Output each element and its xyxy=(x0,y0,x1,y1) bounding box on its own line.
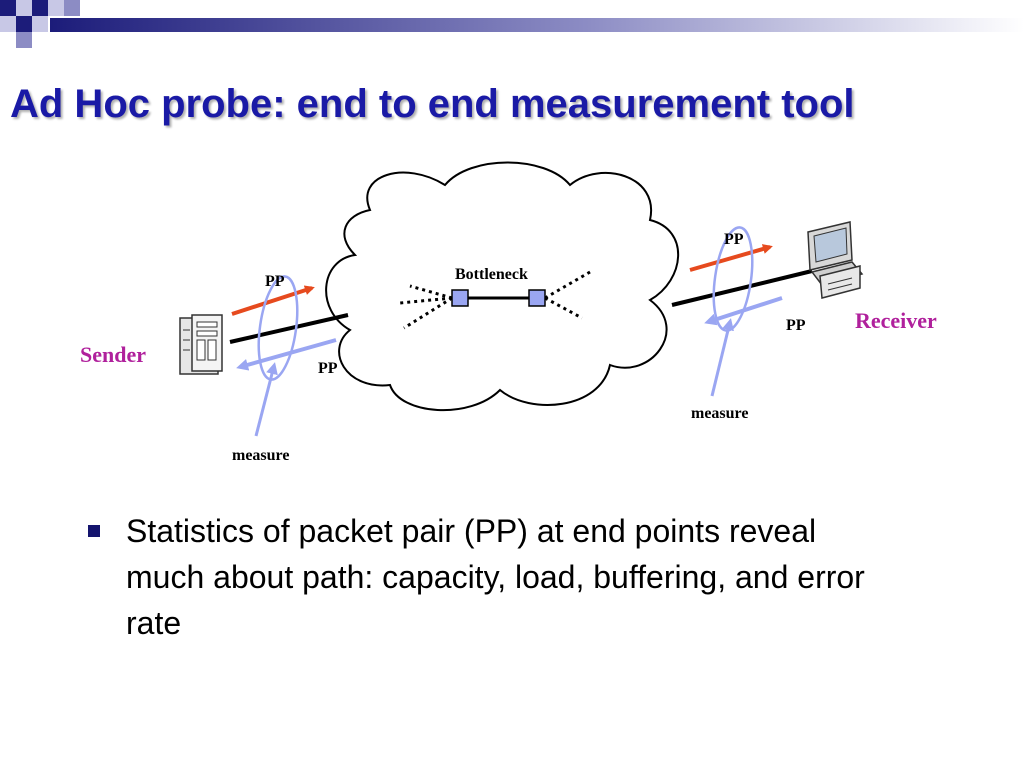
sender-inbound-arrow xyxy=(236,338,337,371)
sender-measure-arrow xyxy=(254,362,278,437)
network-cloud xyxy=(325,161,680,412)
bullet-square-icon xyxy=(88,525,100,537)
sender-pp-out-label: PP xyxy=(265,273,285,290)
sender-outbound-arrow xyxy=(231,285,315,316)
receiver-label: Receiver xyxy=(855,308,937,333)
receiver-outbound-arrow xyxy=(689,244,773,272)
receiver-pp-out-label: PP xyxy=(786,317,806,334)
network-diagram: Bottleneck Sender Receiver PP PP measure… xyxy=(80,161,937,464)
receiver-measure-arrow xyxy=(710,318,734,397)
bullet-text: Statistics of packet pair (PP) at end po… xyxy=(126,513,865,641)
slide-title: Ad Hoc probe: end to end measurement too… xyxy=(10,82,855,126)
sender-link xyxy=(229,313,349,344)
bottleneck-router-right xyxy=(528,289,546,307)
bottleneck-router-left xyxy=(451,289,469,307)
sender-label: Sender xyxy=(80,342,146,367)
receiver-measure-label: measure xyxy=(691,405,748,422)
bullet-item: Statistics of packet pair (PP) at end po… xyxy=(88,508,888,646)
sender-measure-label: measure xyxy=(232,447,289,464)
sender-pp-in-label: PP xyxy=(318,360,338,377)
header-decoration xyxy=(0,0,1024,48)
receiver-pp-in-label: PP xyxy=(724,231,744,248)
receiver-inbound-arrow xyxy=(704,296,783,326)
sender-server-icon xyxy=(179,314,223,375)
receiver-link xyxy=(671,269,813,307)
sender-probe-ring xyxy=(257,275,299,381)
bottleneck-label: Bottleneck xyxy=(455,266,528,283)
receiver-computer-icon xyxy=(807,221,864,299)
